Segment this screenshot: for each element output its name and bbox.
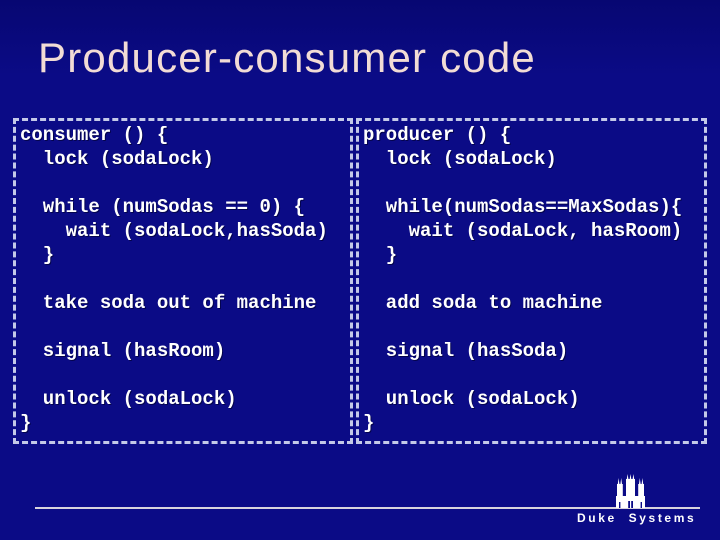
- consumer-code-text: consumer () { lock (sodaLock) while (num…: [20, 124, 328, 434]
- footer-divider: [35, 507, 700, 509]
- page-title: Producer-consumer code: [38, 34, 536, 81]
- producer-code-box: producer () { lock (sodaLock) while(numS…: [356, 118, 707, 444]
- consumer-code-box: consumer () { lock (sodaLock) while (num…: [13, 118, 353, 444]
- producer-code-text: producer () { lock (sodaLock) while(numS…: [363, 124, 683, 434]
- footer-brand: Duke Systems: [577, 511, 697, 525]
- duke-chapel-icon: [616, 474, 645, 508]
